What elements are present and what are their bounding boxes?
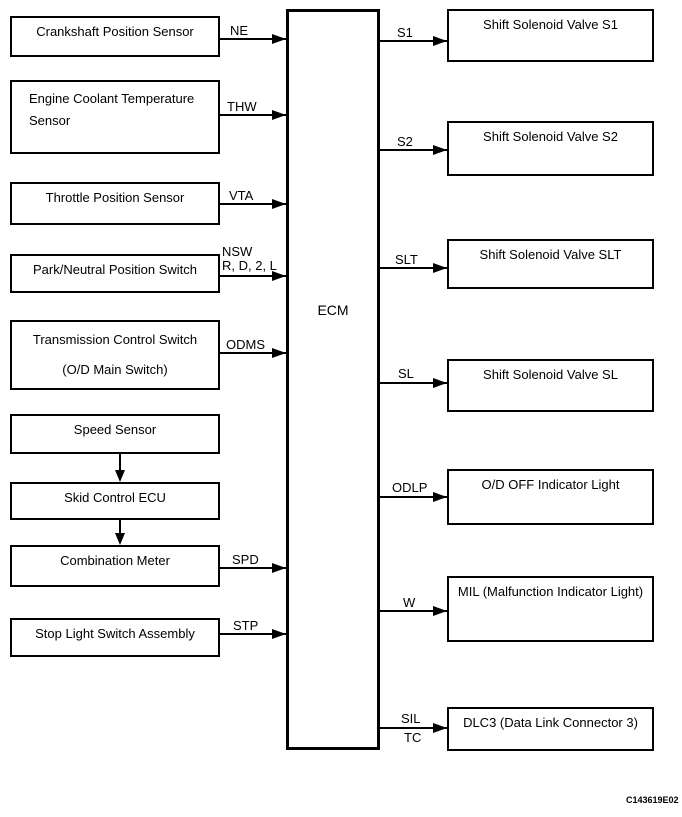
box-label: Shift Solenoid Valve S1: [483, 17, 618, 32]
signal-line-w: [380, 610, 447, 612]
arrowhead-right-icon: [272, 629, 286, 639]
output-box-shift-solenoid-valve-sl: Shift Solenoid Valve SL: [447, 359, 654, 412]
signal-label-stp: STP: [233, 618, 259, 633]
signal-label-ne: NE: [230, 23, 249, 38]
box-label: Stop Light Switch Assembly: [35, 626, 195, 641]
connector-skid-to-combination: [119, 520, 121, 535]
output-box-od-off-indicator-light: O/D OFF Indicator Light: [447, 469, 654, 525]
box-label-line2: Sensor: [29, 113, 71, 128]
box-label: Shift Solenoid Valve SLT: [479, 247, 622, 262]
output-box-shift-solenoid-valve-s1: Shift Solenoid Valve S1: [447, 9, 654, 62]
signal-line-s2: [380, 149, 447, 151]
input-box-transmission-control-switch: Transmission Control Switch (O/D Main Sw…: [10, 320, 220, 390]
output-box-shift-solenoid-valve-s2: Shift Solenoid Valve S2: [447, 121, 654, 176]
signal-label-s2: S2: [397, 134, 413, 149]
arrowhead-right-icon: [272, 110, 286, 120]
ecm-box: ECM: [286, 9, 380, 750]
output-box-shift-solenoid-valve-slt: Shift Solenoid Valve SLT: [447, 239, 654, 289]
input-box-throttle-position-sensor: Throttle Position Sensor: [10, 182, 220, 225]
arrowhead-right-icon: [433, 723, 447, 733]
box-label: Crankshaft Position Sensor: [36, 24, 194, 39]
arrowhead-right-icon: [433, 36, 447, 46]
signal-line-sil-tc: [380, 727, 447, 729]
box-label: Park/Neutral Position Switch: [32, 262, 197, 277]
arrowhead-right-icon: [433, 378, 447, 388]
box-label-line1: Transmission Control Switch: [32, 332, 198, 347]
arrowhead-right-icon: [272, 199, 286, 209]
signal-label-thw: THW: [227, 99, 257, 114]
box-label: MIL (Malfunction Indicator Light): [457, 584, 644, 599]
signal-label-sl: SL: [398, 366, 414, 381]
box-label: Skid Control ECU: [64, 490, 166, 505]
arrowhead-right-icon: [433, 145, 447, 155]
signal-line-spd: [219, 567, 286, 569]
signal-label-spd: SPD: [232, 552, 259, 567]
box-label: O/D OFF Indicator Light: [481, 477, 620, 492]
signal-label-tc: TC: [404, 730, 422, 745]
box-label-line1: Engine Coolant Temperature: [29, 91, 195, 106]
signal-label-s1: S1: [397, 25, 413, 40]
signal-line-thw: [219, 114, 286, 116]
input-box-engine-coolant-temperature-sensor: Engine Coolant Temperature Sensor: [10, 80, 220, 154]
box-label: Throttle Position Sensor: [45, 190, 185, 205]
box-label: Shift Solenoid Valve SL: [483, 367, 618, 382]
signal-label-nsw: NSW: [222, 244, 253, 259]
signal-line-odms: [219, 352, 286, 354]
signal-line-ne: [219, 38, 286, 40]
connector-speed-to-skid: [119, 454, 121, 472]
input-box-skid-control-ecu: Skid Control ECU: [10, 482, 220, 520]
signal-label-slt: SLT: [395, 252, 418, 267]
signal-line-nsw: [219, 275, 286, 277]
signal-label-w: W: [403, 595, 416, 610]
signal-line-odlp: [380, 496, 447, 498]
signal-line-stp: [219, 633, 286, 635]
arrowhead-right-icon: [272, 563, 286, 573]
signal-label-odlp: ODLP: [392, 480, 428, 495]
signal-line-sl: [380, 382, 447, 384]
box-label: Combination Meter: [60, 553, 170, 568]
box-label-line2: (O/D Main Switch): [62, 362, 168, 377]
input-box-park-neutral-position-switch: Park/Neutral Position Switch: [10, 254, 220, 293]
signal-line-vta: [219, 203, 286, 205]
arrowhead-right-icon: [433, 606, 447, 616]
input-box-stop-light-switch-assembly: Stop Light Switch Assembly: [10, 618, 220, 657]
arrowhead-right-icon: [433, 492, 447, 502]
input-box-crankshaft-position-sensor: Crankshaft Position Sensor: [10, 16, 220, 57]
arrowhead-right-icon: [272, 34, 286, 44]
signal-line-slt: [380, 267, 447, 269]
signal-label-rd2l: R, D, 2, L: [222, 258, 277, 273]
input-box-combination-meter: Combination Meter: [10, 545, 220, 587]
arrowhead-right-icon: [272, 348, 286, 358]
signal-label-odms: ODMS: [226, 337, 265, 352]
arrowhead-down-icon: [115, 470, 125, 482]
signal-label-vta: VTA: [229, 188, 254, 203]
signal-label-sil: SIL: [401, 711, 421, 726]
box-label: Shift Solenoid Valve S2: [483, 129, 618, 144]
arrowhead-right-icon: [272, 271, 286, 281]
box-label: DLC3 (Data Link Connector 3): [463, 715, 638, 730]
output-box-dlc3: DLC3 (Data Link Connector 3): [447, 707, 654, 751]
arrowhead-right-icon: [433, 263, 447, 273]
output-box-mil: MIL (Malfunction Indicator Light): [447, 576, 654, 642]
box-label: Speed Sensor: [73, 422, 157, 437]
figure-code: C143619E02: [626, 795, 679, 805]
ecm-label: ECM: [317, 302, 349, 318]
signal-line-s1: [380, 40, 447, 42]
input-box-speed-sensor: Speed Sensor: [10, 414, 220, 454]
arrowhead-down-icon: [115, 533, 125, 545]
